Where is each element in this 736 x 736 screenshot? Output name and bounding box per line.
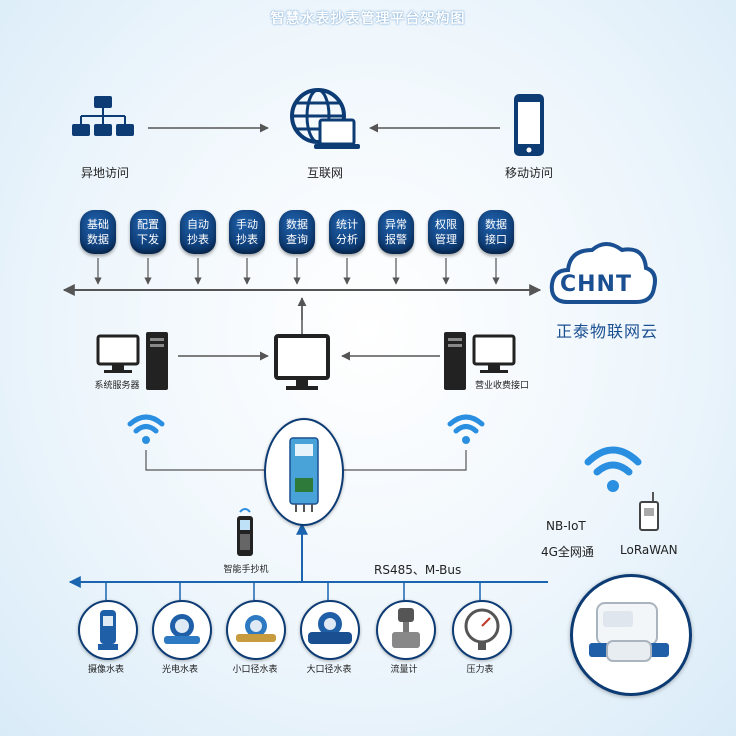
system-server-label: 系统服务器	[94, 381, 140, 391]
small-caliber-meter-icon	[236, 615, 276, 642]
meter-camera-label: 摄像水表	[87, 665, 124, 675]
concentrator-icon	[289, 437, 319, 512]
function-permission[interactable]: 权限 管理	[428, 210, 464, 254]
monitor-icon	[274, 334, 330, 390]
smartphone-icon	[514, 94, 544, 156]
chnt-cloud	[548, 236, 658, 314]
function-arrows	[94, 258, 500, 285]
meter-small-caliber-label: 小口径水表	[232, 665, 278, 675]
internet-label: 互联网	[306, 166, 343, 180]
remote-access-node	[70, 94, 136, 164]
function-basic-data[interactable]: 基础 数据	[80, 210, 116, 254]
meter-large-caliber-label: 大口径水表	[306, 665, 352, 675]
meter-camera	[78, 600, 138, 660]
meter-pressure-gauge	[452, 600, 512, 660]
pressure-gauge-icon	[464, 608, 500, 650]
lorawan-label: LoRaWAN	[620, 543, 678, 557]
nbiot-label: NB-IoT	[546, 519, 586, 533]
wifi-icon	[446, 408, 486, 452]
billing-interface-label: 营业收费接口	[474, 381, 529, 391]
meter-optical	[152, 600, 212, 660]
central-monitor	[274, 334, 330, 398]
internet-node	[286, 86, 366, 162]
desktop-pc-icon	[444, 332, 516, 390]
large-caliber-meter-icon	[308, 612, 352, 644]
cloud-icon	[549, 242, 657, 304]
wifi-link-right	[334, 450, 467, 471]
meter-small-caliber	[226, 600, 286, 660]
chnt-logo: CHNT	[560, 272, 632, 297]
meter-optical-label: 光电水表	[161, 665, 198, 675]
globe-laptop-icon	[290, 88, 360, 149]
cloud-name-label: 正泰物联网云	[556, 322, 659, 341]
wifi-link-left	[145, 450, 268, 471]
optical-water-meter-icon	[164, 614, 200, 644]
handheld-device-icon	[237, 508, 253, 556]
meter-large-caliber	[300, 600, 360, 660]
smart-meter-device	[570, 574, 692, 696]
lorawan-device	[638, 490, 660, 536]
mobile-access-label: 移动访问	[504, 166, 553, 180]
meter-drops	[105, 582, 481, 600]
function-manual-reading[interactable]: 手动 抄表	[229, 210, 265, 254]
flowmeter-icon	[392, 608, 420, 648]
handheld-reader	[234, 506, 256, 562]
wifi-icon	[584, 436, 642, 504]
function-data-query[interactable]: 数据 查询	[279, 210, 315, 254]
billing-interface-node	[442, 330, 522, 396]
4g-label: 4G全网通	[541, 545, 594, 559]
meter-flowmeter	[376, 600, 436, 660]
diagram-title: 智慧水表抄表管理平台架构图	[270, 11, 466, 27]
mobile-node	[512, 92, 546, 162]
function-alarm[interactable]: 异常 报警	[378, 210, 414, 254]
bus-protocol-label: RS485、M-Bus	[374, 563, 462, 577]
wifi-icon	[126, 408, 166, 452]
concentrator-device	[264, 418, 344, 526]
lora-gateway-icon	[639, 492, 659, 531]
meter-pressure-gauge-label: 压力表	[466, 665, 494, 675]
org-chart-icon	[72, 96, 134, 136]
handheld-label: 智能手抄机	[223, 565, 269, 575]
smart-water-meter-icon	[589, 602, 669, 662]
system-server-node	[96, 330, 176, 396]
desktop-pc-icon	[96, 332, 168, 390]
function-statistics[interactable]: 统计 分析	[329, 210, 365, 254]
function-data-interface[interactable]: 数据 接口	[478, 210, 514, 254]
function-config-dispatch[interactable]: 配置 下发	[130, 210, 166, 254]
camera-water-meter-icon	[98, 610, 118, 650]
meter-flowmeter-label: 流量计	[390, 665, 418, 675]
function-auto-reading[interactable]: 自动 抄表	[180, 210, 216, 254]
remote-access-label: 异地访问	[80, 166, 129, 180]
